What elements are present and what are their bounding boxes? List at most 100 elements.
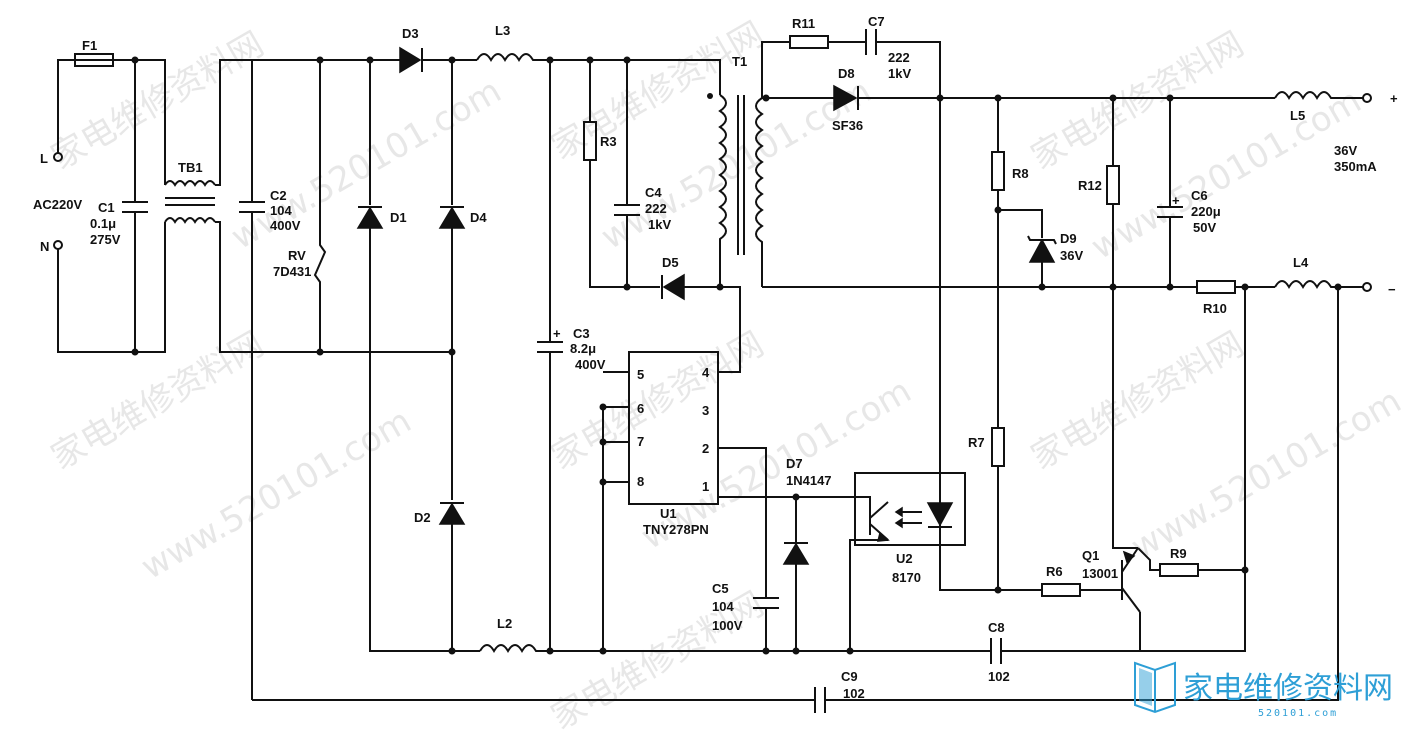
label-l4: L4 <box>1293 255 1309 270</box>
c3-plus: + <box>553 326 561 341</box>
label-c2-v: 400V <box>270 218 301 233</box>
diode-d8 <box>833 84 858 112</box>
label-c6-v: 50V <box>1193 220 1216 235</box>
u1-pin8: 8 <box>637 474 644 489</box>
logo-text: 家电维修资料网 <box>1183 671 1393 706</box>
u1-pin4: 4 <box>702 365 710 380</box>
diode-d3 <box>399 46 422 74</box>
u1-pin3: 3 <box>702 403 709 418</box>
watermark-cn: 家电维修资料网 <box>545 584 771 735</box>
watermark-cn: 家电维修资料网 <box>45 24 271 178</box>
label-u2-val: 8170 <box>892 570 921 585</box>
watermark-url: www.520101.com <box>135 401 419 588</box>
u1-pin2: 2 <box>702 441 709 456</box>
label-c2: C2 <box>270 188 287 203</box>
label-r11: R11 <box>792 16 815 31</box>
resistor-r8 <box>991 151 1005 191</box>
label-r3: R3 <box>600 134 617 149</box>
label-out-i: 350mA <box>1334 159 1377 174</box>
label-c1-val: 0.1μ <box>90 216 116 231</box>
label-rv-val: 7D431 <box>273 264 311 279</box>
inductor-l3 <box>476 53 550 62</box>
logo-sub: 520101.com <box>1258 708 1338 719</box>
resistor-r11 <box>789 35 829 49</box>
label-r9: R9 <box>1170 546 1187 561</box>
label-q1-val: 13001 <box>1082 566 1118 581</box>
label-c8-val: 102 <box>988 669 1010 684</box>
label-d8: D8 <box>838 66 855 81</box>
c6-plus: + <box>1172 193 1180 208</box>
label-ac: AC220V <box>33 197 82 212</box>
label-f1: F1 <box>82 38 97 53</box>
diode-d4 <box>438 206 466 229</box>
current-sense: R7 R6 Q1 13001 R9 <box>939 98 1249 651</box>
label-r12: R12 <box>1078 178 1102 193</box>
label-c5-v: 100V <box>712 618 743 633</box>
snubber: R3 C4 222 1kV D5 <box>583 56 724 301</box>
feedback-primary: C5 104 100V D7 1N4147 <box>712 456 832 655</box>
label-l: L <box>40 151 48 166</box>
resistor-r7 <box>991 427 1005 467</box>
u1-pin1: 1 <box>702 479 709 494</box>
label-l2: L2 <box>497 616 512 631</box>
label-d1: D1 <box>390 210 407 225</box>
watermark-url: www.520101.com <box>1125 381 1409 568</box>
label-c1: C1 <box>98 200 115 215</box>
zener-d9 <box>1028 238 1056 263</box>
label-c5: C5 <box>712 581 729 596</box>
optocoupler-u2-body <box>854 472 966 546</box>
label-c3: C3 <box>573 326 590 341</box>
bridge-rectifier: D3 D1 D4 D2 <box>356 26 487 655</box>
label-c2-val: 104 <box>270 203 292 218</box>
pi-filter: L3 L2 + C3 8.2μ 400V <box>476 23 1246 655</box>
input-section: L N AC220V F1 C1 0.1μ 275V TB1 <box>33 38 450 700</box>
label-u1: U1 <box>660 506 677 521</box>
label-c9: C9 <box>841 669 858 684</box>
terminal-n <box>53 240 63 250</box>
label-c6: C6 <box>1191 188 1208 203</box>
ic-u1-body <box>628 351 719 505</box>
resistor-r9 <box>1159 563 1199 577</box>
label-d8-val: SF36 <box>832 118 863 133</box>
label-d4: D4 <box>470 210 487 225</box>
watermark-cn: 家电维修资料网 <box>1025 324 1251 478</box>
label-r8: R8 <box>1012 166 1029 181</box>
label-c7: C7 <box>868 14 885 29</box>
inductor-l2 <box>479 644 550 653</box>
inductor-l4 <box>1274 280 1363 289</box>
transformer-t1: T1 <box>707 54 770 373</box>
label-d5: D5 <box>662 255 679 270</box>
diode-d2 <box>438 502 466 525</box>
inductor-l5 <box>1274 91 1363 100</box>
label-d7-val: 1N4147 <box>786 473 832 488</box>
resistor-r10 <box>1196 280 1236 294</box>
book-icon <box>1134 661 1176 714</box>
label-n: N <box>40 239 49 254</box>
label-c6-val: 220μ <box>1191 204 1221 219</box>
secondary-output: R11 C7 222 1kV D8 SF36 R8 D9 3 <box>252 14 1398 701</box>
diode-d7 <box>782 542 810 565</box>
resistor-r6 <box>1041 583 1081 597</box>
label-u2: U2 <box>896 551 913 566</box>
label-c8: C8 <box>988 620 1005 635</box>
label-u1-val: TNY278PN <box>643 522 709 537</box>
label-d9-val: 36V <box>1060 248 1083 263</box>
watermark-cn: 家电维修资料网 <box>1025 24 1251 178</box>
label-c1-v: 275V <box>90 232 121 247</box>
label-out-v: 36V <box>1334 143 1357 158</box>
label-r6: R6 <box>1046 564 1063 579</box>
label-c7-val: 222 <box>888 50 910 65</box>
choke-tb1 <box>164 180 216 224</box>
watermark-url: www.520101.com <box>225 71 509 258</box>
watermark-cn: 家电维修资料网 <box>45 324 271 478</box>
ic-u1: 5 6 7 8 4 3 2 1 U1 TNY278PN <box>599 351 855 655</box>
label-c7-v: 1kV <box>888 66 911 81</box>
diode-d5 <box>662 273 685 301</box>
label-r7: R7 <box>968 435 985 450</box>
u1-pin5: 5 <box>637 367 644 382</box>
label-out-minus: − <box>1388 282 1396 297</box>
optocoupler-led <box>926 502 954 527</box>
label-c3-v: 400V <box>575 357 606 372</box>
label-c4: C4 <box>645 185 662 200</box>
